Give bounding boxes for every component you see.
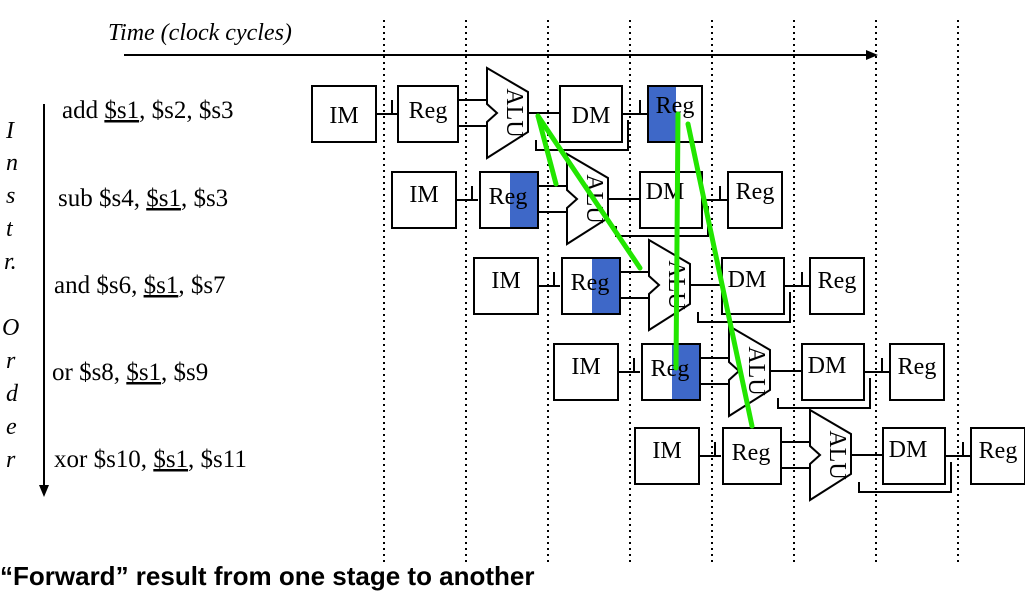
reg-box (397, 85, 459, 143)
svg-text:s: s (6, 183, 15, 209)
alu-shape (486, 66, 529, 160)
svg-text:I: I (5, 118, 15, 144)
order-arrow-head (39, 485, 49, 497)
svg-text:O: O (2, 315, 19, 341)
forward-to-sub (535, 113, 559, 187)
svg-text:n: n (6, 150, 18, 176)
svg-text:e: e (6, 414, 17, 440)
svg-text:IM: IM (571, 354, 600, 380)
pipeline-diagram: Time (clock cycles) I n s t r. O r d e r… (2, 20, 1025, 562)
instruction-4: xor $s10, $s1, $s11 (54, 446, 247, 473)
svg-text:r.: r. (4, 249, 17, 275)
pipeline-row-4: IM Reg ALU DM Reg (634, 408, 1025, 502)
pipeline-row-3: IM Reg ALU DM Reg (553, 324, 945, 418)
svg-text:DM: DM (889, 437, 928, 463)
instr-order-label: I n s t r. O r d e r (2, 118, 19, 473)
time-axis-title: Time (clock cycles) (108, 20, 292, 46)
svg-text:Reg: Reg (736, 179, 775, 205)
svg-text:Reg: Reg (651, 356, 690, 382)
svg-text:Reg: Reg (732, 440, 771, 466)
svg-text:DM: DM (808, 353, 847, 379)
svg-text:t: t (6, 216, 14, 242)
instruction-2: and $s6, $s1, $s7 (54, 272, 226, 299)
svg-text:Reg: Reg (898, 354, 937, 380)
forwarding-lines (535, 111, 755, 429)
svg-text:Reg: Reg (656, 93, 695, 119)
svg-text:IM: IM (329, 103, 358, 129)
pipeline-row-1: IM Reg ALU DM Reg (391, 152, 783, 246)
svg-text:ALU: ALU (824, 430, 850, 479)
dm-box (559, 85, 623, 143)
svg-text:IM: IM (409, 182, 438, 208)
forward-to-and (535, 113, 643, 271)
svg-text:Reg: Reg (409, 98, 448, 124)
forward-to-xor (685, 121, 755, 429)
svg-text:DM: DM (728, 267, 767, 293)
svg-text:ALU: ALU (501, 88, 527, 137)
svg-text:r: r (6, 348, 16, 374)
svg-text:Reg: Reg (489, 184, 528, 210)
instruction-1: sub $s4, $s1, $s3 (58, 185, 228, 212)
svg-text:Reg: Reg (979, 438, 1018, 464)
instruction-0: add $s1, $s2, $s3 (62, 97, 234, 124)
svg-text:IM: IM (491, 268, 520, 294)
im-box (311, 85, 377, 143)
svg-text:d: d (6, 381, 19, 407)
cycle-lines (383, 20, 959, 562)
instruction-3: or $s8, $s1, $s9 (52, 359, 208, 386)
svg-text:Reg: Reg (818, 268, 857, 294)
svg-text:ALU: ALU (743, 346, 769, 395)
time-arrow-head (866, 50, 878, 60)
pipeline-row-2: IM Reg ALU DM Reg (473, 238, 865, 332)
caption: “Forward” result from one stage to anoth… (0, 561, 535, 591)
svg-text:Reg: Reg (571, 270, 610, 296)
pipeline-row-0: IM Reg ALU DM Reg (311, 66, 703, 160)
svg-text:r: r (6, 447, 16, 473)
svg-text:IM: IM (652, 438, 681, 464)
svg-text:DM: DM (572, 103, 611, 129)
forward-to-or (673, 111, 681, 371)
